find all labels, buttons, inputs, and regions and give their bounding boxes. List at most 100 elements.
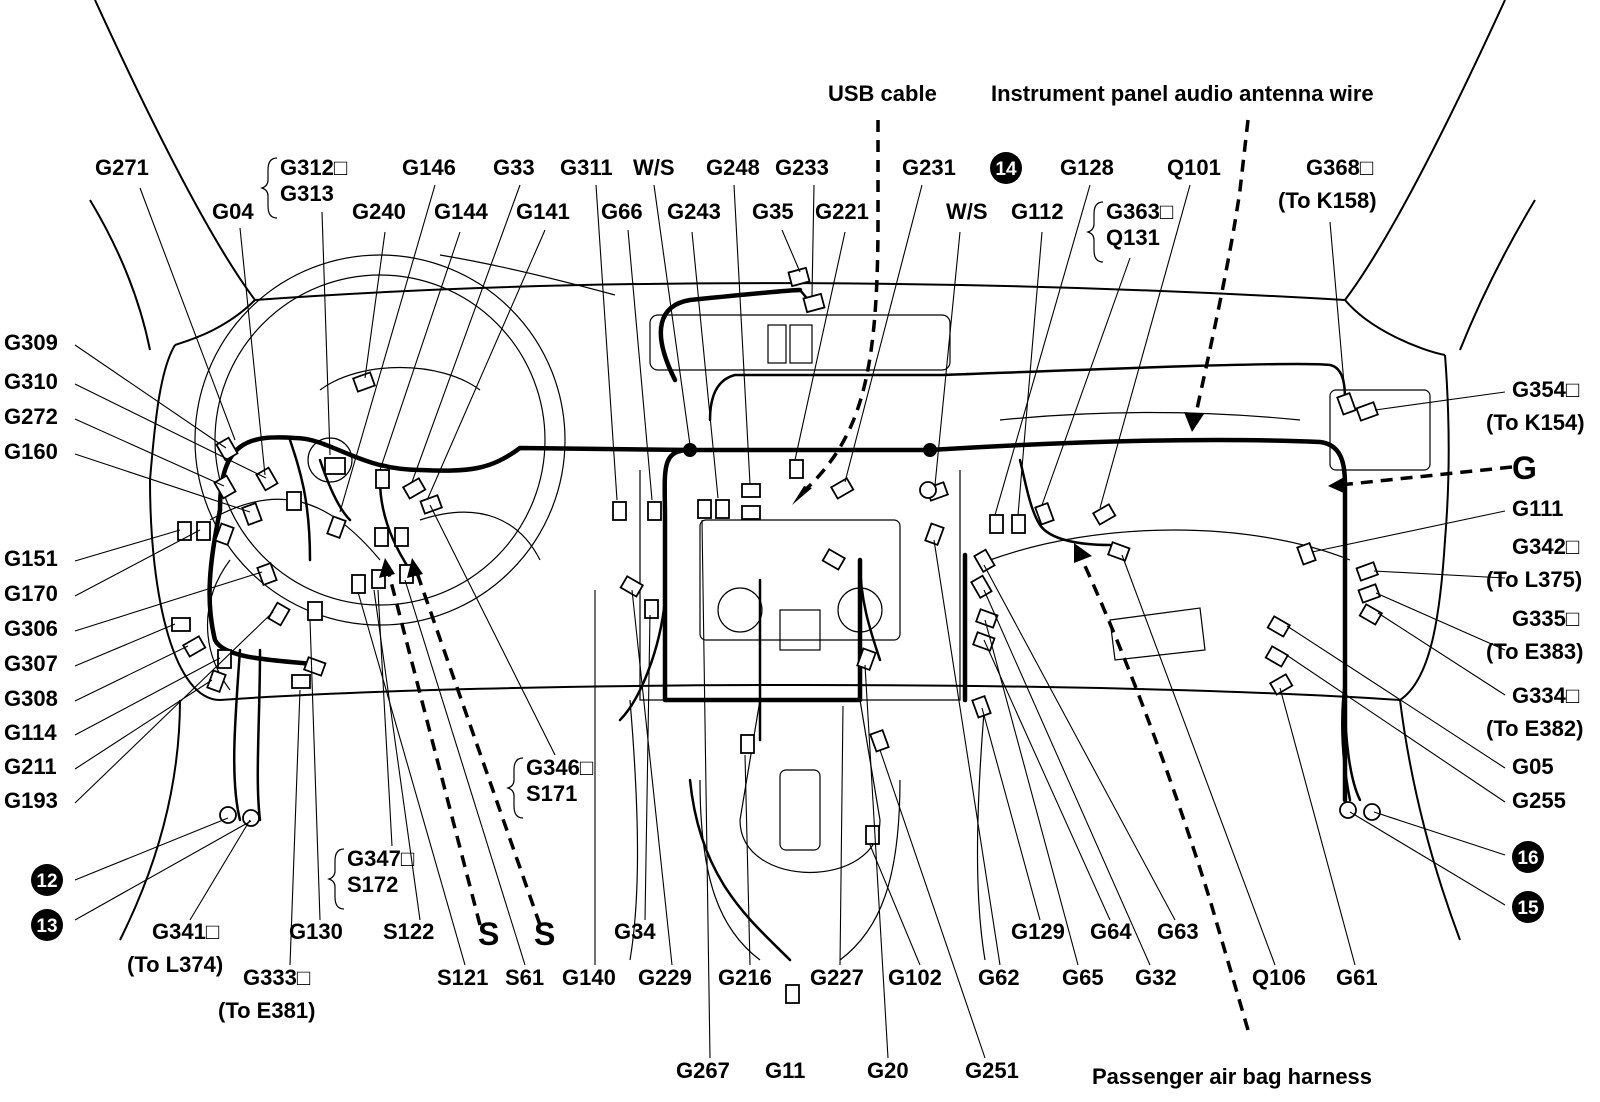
component-label: G114 <box>4 720 57 745</box>
connector <box>1034 501 1055 526</box>
svg-text:15: 15 <box>1517 898 1539 919</box>
component-label: G66 <box>601 199 643 224</box>
connector <box>374 527 389 547</box>
connector <box>1011 514 1026 534</box>
component-label: G211 <box>4 754 57 779</box>
ground-terminal <box>219 806 237 824</box>
component-label: G140 <box>562 965 616 990</box>
connector <box>255 466 279 492</box>
arrow-g-label: G <box>1512 450 1537 486</box>
component-label: S61 <box>505 965 544 990</box>
component-label: G368□ <box>1306 155 1373 180</box>
component-label: G170 <box>4 581 58 606</box>
vehicle-outline <box>89 0 1536 961</box>
component-label: G64 <box>1090 919 1132 944</box>
connector <box>307 601 323 621</box>
component-label: S171 <box>526 781 577 806</box>
component-label: G151 <box>4 546 58 571</box>
connector <box>802 292 826 314</box>
connector <box>856 647 877 672</box>
component-label: (To E382) <box>1486 716 1583 741</box>
connector <box>785 984 800 1004</box>
component-label: G308 <box>4 686 58 711</box>
connector <box>1336 391 1357 416</box>
component-label: G341□ <box>152 919 219 944</box>
component-label: G267 <box>676 1058 730 1083</box>
connector <box>177 521 192 541</box>
connector <box>375 469 390 489</box>
connector <box>989 514 1004 534</box>
connector <box>869 728 890 753</box>
component-label: G335□ <box>1512 606 1579 631</box>
connector <box>919 481 937 499</box>
component-label: Q106 <box>1252 965 1306 990</box>
component-label: S172 <box>347 872 398 897</box>
component-label: G309 <box>4 330 58 355</box>
component-label: G306 <box>4 616 58 641</box>
component-label: (To K158) <box>1278 188 1377 213</box>
connector <box>821 548 847 571</box>
connector <box>351 574 366 594</box>
component-label: (To E383) <box>1486 639 1583 664</box>
component-label: G313 <box>280 181 334 206</box>
component-label: G347□ <box>347 846 414 871</box>
component-label: G146 <box>402 155 456 180</box>
connector <box>1355 401 1380 422</box>
connector <box>302 656 327 677</box>
connector <box>394 527 409 547</box>
component-label: G334□ <box>1512 683 1579 708</box>
connector <box>286 491 302 511</box>
component-label: (To L374) <box>127 952 223 977</box>
braces <box>260 157 1104 910</box>
arrow-s-label-right: S <box>534 916 555 952</box>
component-label: G33 <box>493 155 535 180</box>
component-label: G354□ <box>1512 377 1579 402</box>
connector <box>973 548 996 574</box>
component-label: G227 <box>810 965 864 990</box>
harness-junction <box>683 443 697 457</box>
component-label: G61 <box>1336 965 1378 990</box>
connector <box>267 601 291 627</box>
leader-lines <box>74 184 1506 1059</box>
ground-terminal <box>242 809 260 827</box>
component-label: G160 <box>4 439 58 464</box>
connector <box>715 499 730 519</box>
numbered-marker-14: 14 <box>990 152 1022 184</box>
connector <box>1357 583 1382 604</box>
component-label: (To E381) <box>218 998 315 1023</box>
svg-text:16: 16 <box>1517 848 1538 869</box>
connector <box>1358 603 1384 626</box>
component-label: G11 <box>765 1058 805 1083</box>
component-label: G363□ <box>1106 199 1173 224</box>
component-label: Q101 <box>1167 155 1221 180</box>
component-label: G141 <box>516 199 570 224</box>
component-label: G243 <box>667 199 721 224</box>
connector <box>619 575 645 598</box>
component-label: G233 <box>775 155 829 180</box>
svg-text:14: 14 <box>995 159 1017 180</box>
connector <box>741 483 761 498</box>
numbered-marker-16: 16 <box>1512 841 1544 873</box>
connector <box>215 436 239 462</box>
dashed-arrows <box>379 119 1513 1031</box>
component-label: G144 <box>434 199 489 224</box>
component-label: G111 <box>1512 496 1563 521</box>
connector <box>291 674 311 689</box>
usb-cable-caption: USB cable <box>828 81 937 106</box>
connector <box>829 477 855 500</box>
connector <box>789 459 804 479</box>
connector <box>256 561 278 587</box>
component-label: G346□ <box>526 755 593 780</box>
connector <box>1106 541 1131 562</box>
connector <box>1355 561 1380 582</box>
connector <box>612 501 627 521</box>
connector <box>1268 673 1294 696</box>
component-label: G20 <box>867 1058 909 1083</box>
harness-junction <box>923 443 937 457</box>
component-label: S121 <box>437 965 488 990</box>
connector <box>181 635 207 658</box>
connector <box>171 617 191 632</box>
svg-text:12: 12 <box>36 871 57 892</box>
